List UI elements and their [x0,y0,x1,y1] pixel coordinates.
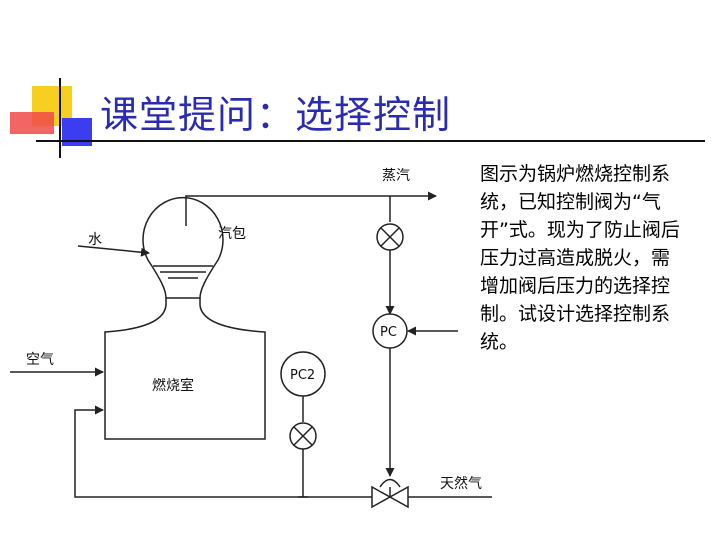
deco-red-square [10,112,54,134]
fuel-feed-line [74,405,372,498]
page-title: 课堂提问：选择控制 [100,93,452,137]
question-text: 图示为锅炉燃烧控制系统，已知控制阀为“气开”式。现为了防止阀后压力过高造成脱火，… [480,163,680,353]
drum-vessel [142,196,224,299]
steam-pipe [185,191,437,226]
label-pc: PC [380,325,397,340]
title-decoration [10,78,705,158]
label-steam: 蒸汽 [382,168,410,184]
control-valve [371,485,409,509]
label-water: 水 [88,232,102,248]
water-inlet-arrow [77,245,150,257]
label-drum: 汽包 [218,226,246,242]
label-air: 空气 [26,352,54,368]
label-pc2: PC2 [290,368,315,383]
label-furnace: 燃烧室 [152,377,194,394]
valve-actuator [379,478,401,488]
label-fuel: 天然气 [440,475,482,492]
boiler-control-diagram: 蒸汽 水 汽包 空气 燃烧室 天然气 PC PC2 [10,168,492,509]
furnace-body [104,298,266,440]
